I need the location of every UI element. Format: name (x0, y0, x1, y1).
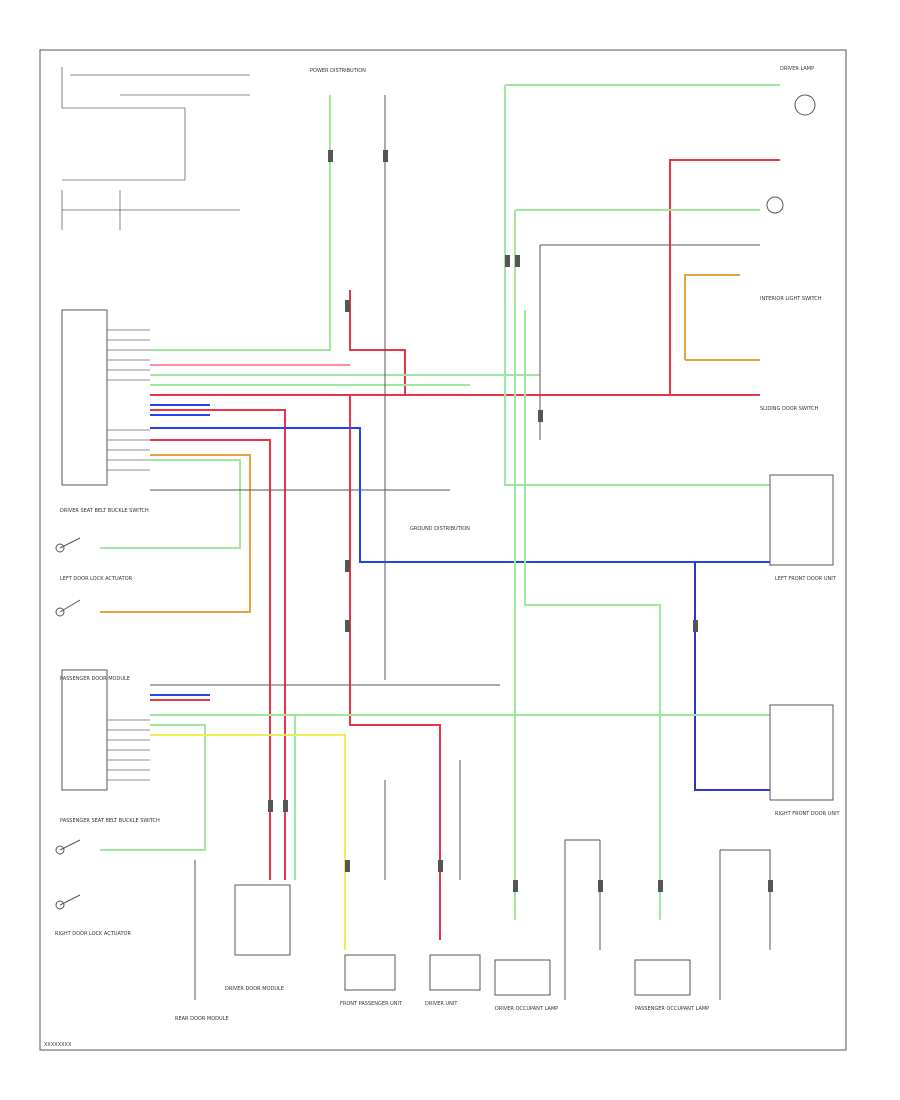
top-left-module (61, 67, 250, 230)
label-sliding-door-switch: SLIDING DOOR SWITCH (760, 406, 819, 412)
passenger-connector-pins (107, 719, 150, 781)
driver-unit-lower-box (429, 954, 481, 991)
label-driver-unit: DRIVER UNIT (425, 1001, 458, 1007)
left-switches (55, 537, 81, 910)
connector-dots (268, 150, 773, 892)
label-right-door-lock-actuator: RIGHT DOOR LOCK ACTUATOR (55, 931, 131, 937)
label-left-door-lock-actuator: LEFT DOOR LOCK ACTUATOR (60, 576, 133, 582)
label-driver-seat-belt-switch: DRIVER SEAT BELT BUCKLE SWITCH (60, 508, 149, 514)
yellow-wires (100, 274, 760, 950)
gray-wires (150, 95, 771, 1000)
driver-door-module-box (234, 884, 291, 956)
driver-connector-pins (107, 329, 150, 471)
label-driver-door-module: DRIVER DOOR MODULE (225, 986, 284, 992)
label-passenger-occupant-lamp: PASSENGER OCCUPANT LAMP (635, 1006, 709, 1012)
component-labels: DRIVER SEAT BELT BUCKLE SWITCH LEFT DOOR… (44, 66, 841, 1048)
green-wires (100, 84, 780, 920)
passenger-unit-box (61, 669, 108, 791)
right-front-door-unit-box (769, 704, 834, 801)
label-right-front-door-unit: RIGHT FRONT DOOR UNIT (775, 811, 841, 817)
label-driver-lamp: DRIVER LAMP (780, 66, 814, 72)
footer-id: XXXXXXXX (44, 1042, 72, 1048)
label-rear-door-module: REAR DOOR MODULE (175, 1016, 229, 1022)
label-interior-light-switch: INTERIOR LIGHT SWITCH (760, 296, 822, 302)
label-left-front-door-unit: LEFT FRONT DOOR UNIT (775, 576, 837, 582)
label-passenger-seat-belt-switch: PASSENGER SEAT BELT BUCKLE SWITCH (60, 818, 160, 824)
driver-lamp-symbol (794, 94, 816, 116)
driver-unit-box (61, 309, 108, 486)
label-driver-occupant-lamp: DRIVER OCCUPANT LAMP (495, 1006, 558, 1012)
driver-occupant-lamp-box (494, 959, 551, 996)
diagram-frame (39, 49, 847, 1051)
interior-light-switch-symbol (766, 196, 784, 214)
label-power-distribution: POWER DISTRIBUTION (310, 68, 366, 74)
front-passenger-unit-box (344, 954, 396, 991)
label-front-passenger-unit: FRONT PASSENGER UNIT (340, 1001, 403, 1007)
blue-wires (150, 404, 770, 791)
left-front-door-unit-box (769, 474, 834, 566)
label-ground-distribution: GROUND DISTRIBUTION (410, 526, 470, 532)
label-passenger-door-module: PASSENGER DOOR MODULE (60, 676, 130, 682)
passenger-occupant-lamp-box (634, 959, 691, 996)
